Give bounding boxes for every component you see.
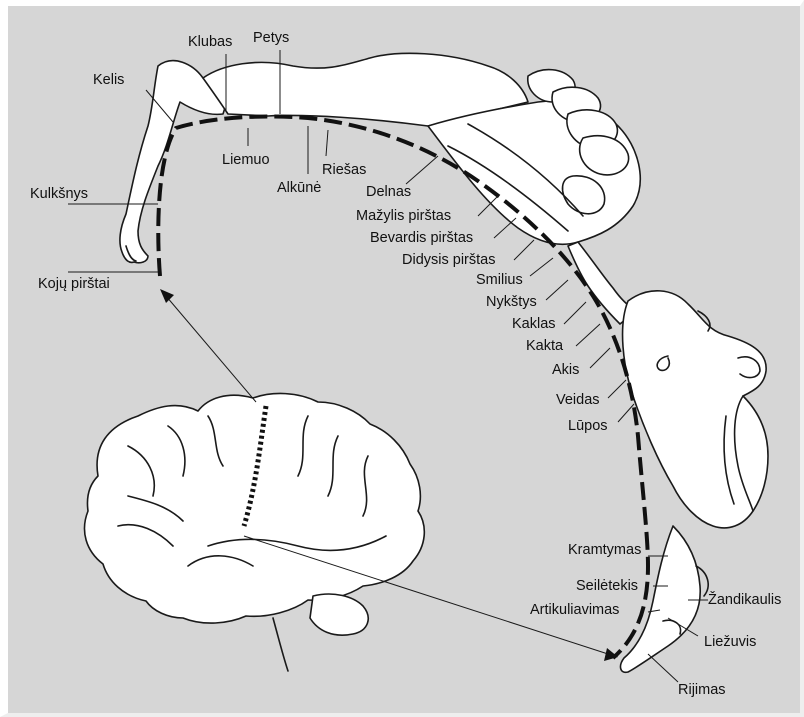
label-kakta: Kakta (526, 338, 563, 354)
label-liezuvis: Liežuvis (704, 634, 756, 650)
label-veidas: Veidas (556, 392, 600, 408)
label-zandikaulis: Žandikaulis (708, 592, 781, 608)
brain-figure (84, 393, 424, 671)
label-koju-pirstai: Kojų pirštai (38, 276, 110, 292)
label-kelis: Kelis (93, 72, 124, 88)
label-lupos: Lūpos (568, 418, 608, 434)
label-petys: Petys (253, 30, 289, 46)
label-bevardis-pirstas: Bevardis pirštas (370, 230, 473, 246)
label-rijimas: Rijimas (678, 682, 726, 698)
label-akis: Akis (552, 362, 579, 378)
label-seiletekis: Seilėtekis (576, 578, 638, 594)
label-alkune: Alkūnė (277, 180, 321, 196)
label-riesas: Riešas (322, 162, 366, 178)
label-kaklas: Kaklas (512, 316, 556, 332)
label-mazylis-pirstas: Mažylis pirštas (356, 208, 451, 224)
label-delnas: Delnas (366, 184, 411, 200)
motor-homunculus-diagram (8, 6, 804, 717)
label-didysis-pirstas: Didysis pirštas (402, 252, 495, 268)
label-nykstys: Nykštys (486, 294, 537, 310)
label-liemuo: Liemuo (222, 152, 270, 168)
label-klubas: Klubas (188, 34, 232, 50)
label-artikuliavimas: Artikuliavimas (530, 602, 619, 618)
label-kulksnys: Kulkšnys (30, 186, 88, 202)
label-smilius: Smilius (476, 272, 523, 288)
label-kramtymas: Kramtymas (568, 542, 641, 558)
